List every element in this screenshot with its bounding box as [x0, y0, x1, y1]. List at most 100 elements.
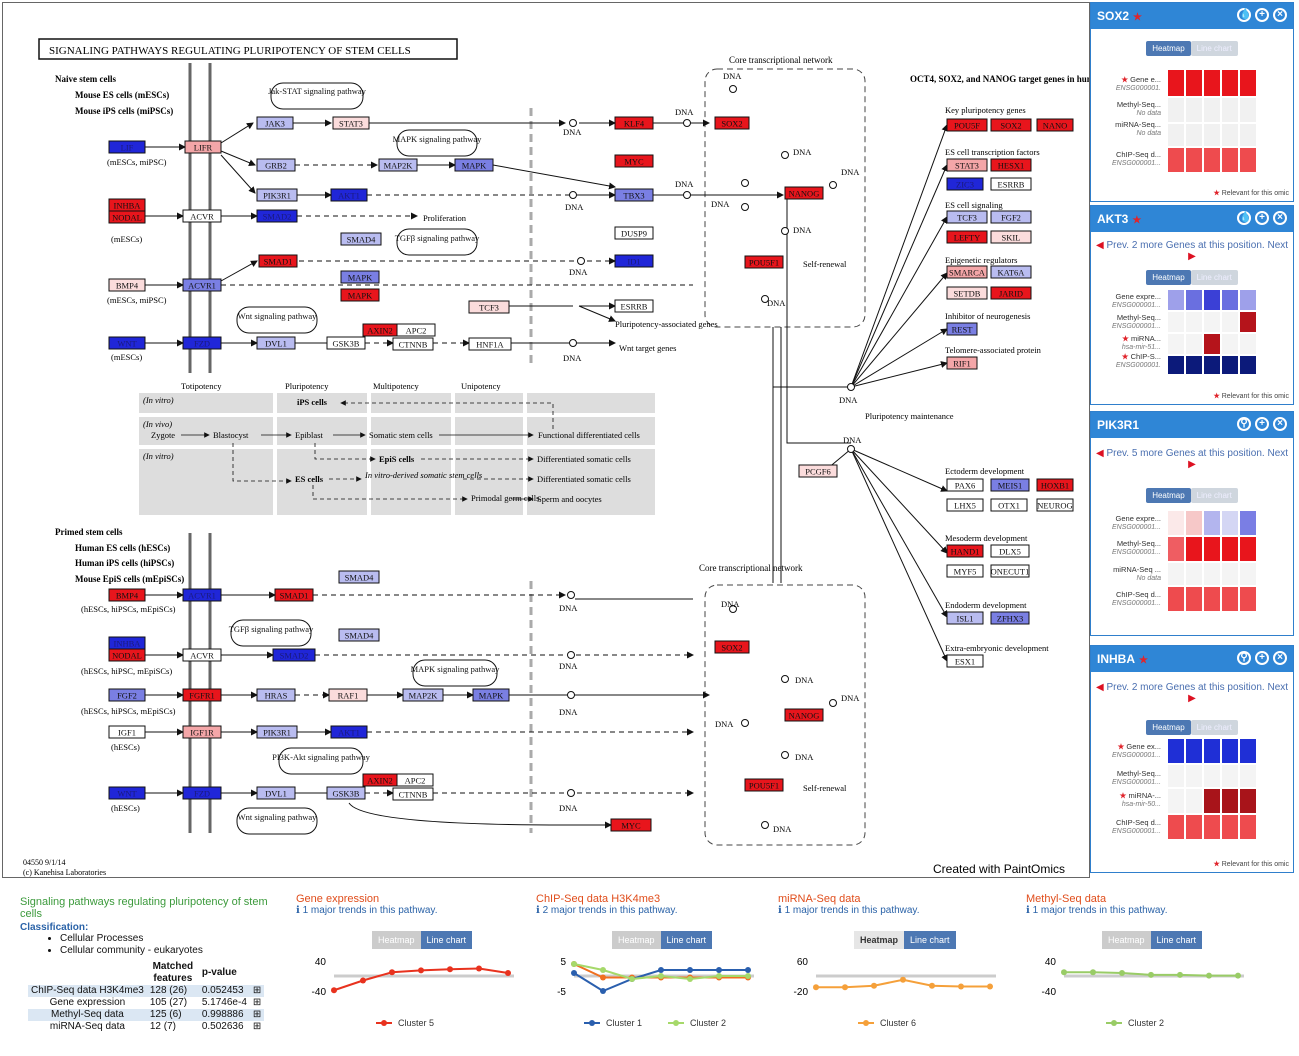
gene-b_wnt[interactable]: WNT — [108, 786, 146, 800]
heatmap-toggle[interactable]: Heatmap — [1146, 41, 1191, 56]
gene-akt1[interactable]: AKT1 — [330, 188, 368, 202]
close-icon[interactable]: × — [1273, 211, 1287, 225]
gene-lif[interactable]: LIF — [108, 140, 146, 154]
gene-smad4[interactable]: SMAD4 — [340, 232, 382, 246]
gene-b_sox2[interactable]: SOX2 — [714, 640, 750, 654]
expand-icon[interactable]: ⊞ — [252, 997, 262, 1008]
gene-map2k[interactable]: MAP2K — [378, 158, 418, 172]
gene-panel-inhba[interactable]: INHBA★ ⚲+× ◀ Prev. 2 more Genes at this … — [1090, 645, 1294, 873]
drop-icon[interactable]: 💧 — [1237, 211, 1252, 225]
gene-acvr[interactable]: ACVR — [182, 209, 222, 223]
gene-otx1[interactable]: OTX1 — [990, 498, 1028, 512]
gene-lhx5[interactable]: LHX5 — [946, 498, 984, 512]
gene-smad1[interactable]: SMAD1 — [258, 254, 298, 268]
next-link[interactable]: Next — [1267, 240, 1289, 251]
gene-onecut[interactable]: ONECUT1 — [990, 564, 1030, 578]
heatmap-toggle[interactable]: Heatmap — [1146, 488, 1191, 503]
gene-lifr[interactable]: LIFR — [184, 140, 222, 154]
gene-panel-pik3r1[interactable]: PIK3R1 ⚲+× ◀ Prev. 5 more Genes at this … — [1090, 411, 1294, 636]
heatmap-toggle[interactable]: Heatmap — [612, 931, 661, 949]
gene-fzd[interactable]: FZD — [182, 336, 222, 350]
linechart-toggle[interactable]: Line chart — [1190, 41, 1238, 56]
gene-klf4[interactable]: KLF4 — [614, 116, 654, 130]
prev-arrow-icon[interactable]: ◀ — [1095, 240, 1104, 251]
prev-link[interactable]: Prev. — [1106, 448, 1130, 459]
gene-b_fzd[interactable]: FZD — [182, 786, 222, 800]
gene-b_mapk[interactable]: MAPK — [472, 688, 510, 702]
gene-id[interactable]: ID1 — [614, 254, 654, 268]
next-arrow-icon[interactable]: ▶ — [1188, 693, 1196, 704]
gene-b_myc[interactable]: MYC — [610, 818, 652, 832]
gene-esx1[interactable]: ESX1 — [946, 654, 984, 668]
gene-hand1[interactable]: HAND1 — [946, 544, 984, 558]
gene-epi_jarid[interactable]: JARID — [990, 286, 1032, 300]
expand-icon[interactable]: ⊞ — [252, 1021, 262, 1032]
gene-b_bmp4[interactable]: BMP4 — [108, 588, 146, 602]
gene-tf_stat3[interactable]: STAT3 — [946, 158, 988, 172]
gene-kp_nanog[interactable]: NANO — [1036, 118, 1074, 132]
gene-inhba[interactable]: INHBA — [108, 198, 146, 212]
gene-b_dvl[interactable]: DVL1 — [256, 786, 296, 800]
gene-b_ctnnb[interactable]: CTNNB — [392, 787, 434, 801]
gene-sox2[interactable]: SOX2 — [714, 116, 750, 130]
gene-rest[interactable]: REST — [946, 322, 978, 336]
gene-neuro[interactable]: NEUROG — [1036, 498, 1074, 512]
pathway-map[interactable]: SIGNALING PATHWAYS REGULATING PLURIPOTEN… — [2, 2, 1090, 878]
gene-tf_hesx[interactable]: HESX1 — [990, 158, 1032, 172]
gene-b_axin[interactable]: AXIN2 — [362, 773, 398, 787]
gene-myf5[interactable]: MYF5 — [946, 564, 984, 578]
next-link[interactable]: Next — [1267, 448, 1289, 459]
linechart-toggle[interactable]: Line chart — [660, 931, 713, 949]
gene-pax6[interactable]: PAX6 — [946, 478, 984, 492]
gene-b_nodal[interactable]: NODAL — [108, 648, 146, 662]
heatmap-toggle[interactable]: Heatmap — [1146, 270, 1191, 285]
gene-tf_esrrb[interactable]: ESRRB — [990, 177, 1032, 191]
linechart-toggle[interactable]: Line chart — [1150, 931, 1203, 949]
gene-b_akt1[interactable]: AKT1 — [330, 725, 368, 739]
expand-icon[interactable]: ⊞ — [252, 985, 262, 996]
close-icon[interactable]: × — [1273, 8, 1287, 22]
gene-b_smad2[interactable]: SMAD2 — [272, 648, 316, 662]
linechart-toggle[interactable]: Line chart — [1190, 720, 1238, 735]
gene-dvl[interactable]: DVL1 — [256, 336, 296, 350]
gene-stat3[interactable]: STAT3 — [332, 116, 370, 130]
gene-hox[interactable]: HOXB1 — [1036, 478, 1074, 492]
gene-b_raf1[interactable]: RAF1 — [328, 688, 368, 702]
gene-mapk3[interactable]: MAPK — [340, 288, 380, 302]
gene-b_acvr[interactable]: ACVR — [182, 648, 222, 662]
gene-epi_kat6a[interactable]: KAT6A — [990, 265, 1032, 279]
gene-axin[interactable]: AXIN2 — [362, 323, 398, 337]
next-arrow-icon[interactable]: ▶ — [1188, 459, 1196, 470]
linechart-toggle[interactable]: Line chart — [1190, 270, 1238, 285]
gene-gsk3b[interactable]: GSK3B — [326, 336, 366, 350]
gene-b_hras[interactable]: HRAS — [256, 688, 296, 702]
gene-b_inhba[interactable]: INHBA — [108, 636, 146, 650]
gene-hnf1a[interactable]: HNF1A — [468, 337, 512, 351]
gene-nodal[interactable]: NODAL — [108, 210, 146, 224]
gene-b_smad4b[interactable]: SMAD4 — [338, 628, 380, 642]
expand-icon[interactable]: ⊞ — [252, 1009, 262, 1020]
prev-link[interactable]: Prev. — [1106, 240, 1130, 251]
gene-b_pou[interactable]: POU5F1 — [744, 778, 784, 792]
prev-arrow-icon[interactable]: ◀ — [1095, 448, 1104, 459]
gene-b_igf1[interactable]: IGF1 — [108, 725, 146, 739]
gene-jak3[interactable]: JAK3 — [256, 116, 294, 130]
gene-apc2[interactable]: APC2 — [396, 323, 436, 337]
gene-ctnnb[interactable]: CTNNB — [392, 337, 434, 351]
gene-nanog[interactable]: NANOG — [784, 186, 824, 200]
gene-grb2[interactable]: GRB2 — [256, 158, 296, 172]
gene-mapk2[interactable]: MAPK — [340, 270, 380, 284]
gene-tcf3[interactable]: TCF3 — [468, 300, 510, 314]
plus-icon[interactable]: + — [1255, 417, 1269, 431]
gene-b_acvr1[interactable]: ACVR1 — [182, 588, 222, 602]
prev-link[interactable]: Prev. — [1106, 682, 1130, 693]
gene-tf_zic[interactable]: ZIC3 — [946, 177, 984, 191]
gene-meis[interactable]: MEIS1 — [990, 478, 1030, 492]
gene-sig_lefty[interactable]: LEFTY — [946, 230, 988, 244]
gene-b_fgfr[interactable]: FGFR1 — [182, 688, 222, 702]
gene-wnt[interactable]: WNT — [108, 336, 146, 350]
gene-mapk[interactable]: MAPK — [454, 158, 494, 172]
gene-epi_smarca[interactable]: SMARCA — [946, 265, 988, 279]
